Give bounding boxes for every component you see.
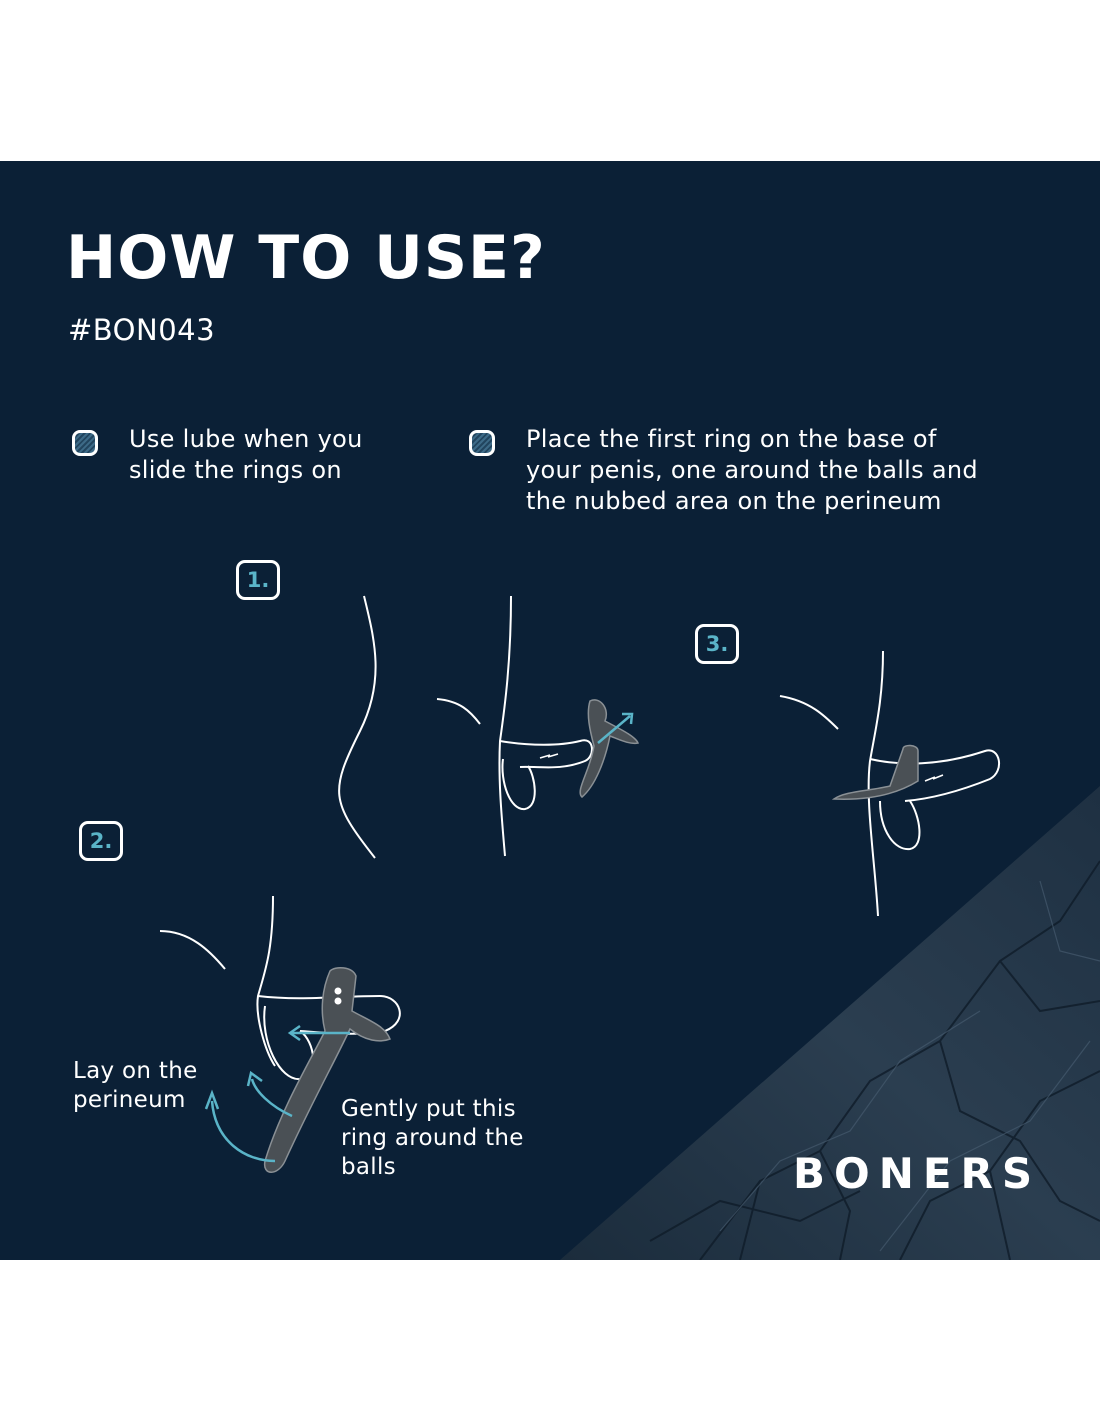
brand-logo: BONERS bbox=[793, 1149, 1042, 1198]
annotation-perineum: Lay on the perineum bbox=[73, 1058, 198, 1113]
annotation-balls: Gently put this ring around the balls bbox=[341, 1096, 524, 1180]
step-3-badge: 3. bbox=[695, 624, 739, 664]
checkbox-icon bbox=[469, 430, 495, 456]
step3-illustration bbox=[779, 650, 1000, 917]
step-1-badge: 1. bbox=[236, 560, 280, 600]
tip-placement: Place the first ring on the base of your… bbox=[526, 425, 978, 515]
arrow-icon bbox=[597, 712, 634, 744]
tip-lube: Use lube when you slide the rings on bbox=[129, 425, 363, 484]
step1-illustration bbox=[338, 595, 640, 859]
page-title: HOW TO USE? bbox=[66, 223, 546, 293]
step-2-badge: 2. bbox=[79, 821, 123, 861]
arrow-icon bbox=[204, 1024, 350, 1163]
instruction-panel: HOW TO USE? #BON043 Use lube when you sl… bbox=[0, 161, 1100, 1260]
rock-texture-corner bbox=[560, 786, 1100, 1260]
checkbox-icon bbox=[72, 430, 98, 456]
product-code: #BON043 bbox=[68, 313, 216, 347]
illustrations bbox=[159, 595, 1000, 1173]
